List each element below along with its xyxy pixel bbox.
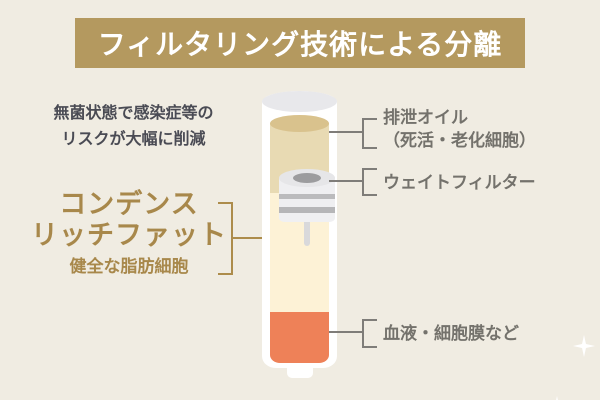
separation-tube-illustration [262, 91, 595, 400]
label-excreted-oil-line2: （死活・老化細胞） [383, 131, 536, 150]
connector-filter-line [329, 180, 362, 182]
condensed-rich-fat-line1: コンデンス [59, 189, 199, 219]
gold-lead-line [231, 237, 278, 239]
label-weight-filter: ウェイトフィルター [383, 173, 536, 192]
healthy-fat-cells-subtext: 健全な脂肪細胞 [69, 257, 189, 276]
connector-blood-line [329, 331, 362, 333]
layer-excreted-oil-surface [270, 115, 329, 132]
page-title: フィルタリング技術による分離 [75, 18, 525, 68]
connector-oil-line [329, 131, 362, 133]
connector-oil-bracket [362, 118, 377, 149]
tube-contents [270, 115, 595, 400]
connector-filter-bracket [362, 168, 377, 196]
condensed-rich-fat-label: コンデンス リッチファット 健全な脂肪細胞 [23, 189, 235, 279]
sterile-note-line1: 無菌状態で感染症等の [53, 105, 214, 122]
sterile-note: 無菌状態で感染症等の リスクが大幅に削減 [21, 101, 246, 153]
weight-filter-piston [279, 169, 335, 246]
layer-blood-membrane [270, 312, 329, 363]
label-excreted-oil-line1: 排泄オイル [383, 108, 468, 127]
filter-hole [293, 173, 321, 183]
label-blood-membrane: 血液・細胞膜など [383, 324, 519, 343]
connector-blood-bracket [362, 319, 377, 348]
tube-nozzle [287, 367, 313, 378]
condensed-rich-fat-line2: リッチファット [31, 220, 227, 250]
filter-stem [304, 222, 310, 246]
sterile-note-line2: リスクが大幅に削減 [61, 131, 206, 148]
sparkle-icon [573, 335, 595, 357]
tube-opening [262, 91, 337, 112]
label-excreted-oil: 排泄オイル （死活・老化細胞） [383, 106, 536, 152]
sparkle-icon [549, 396, 565, 400]
